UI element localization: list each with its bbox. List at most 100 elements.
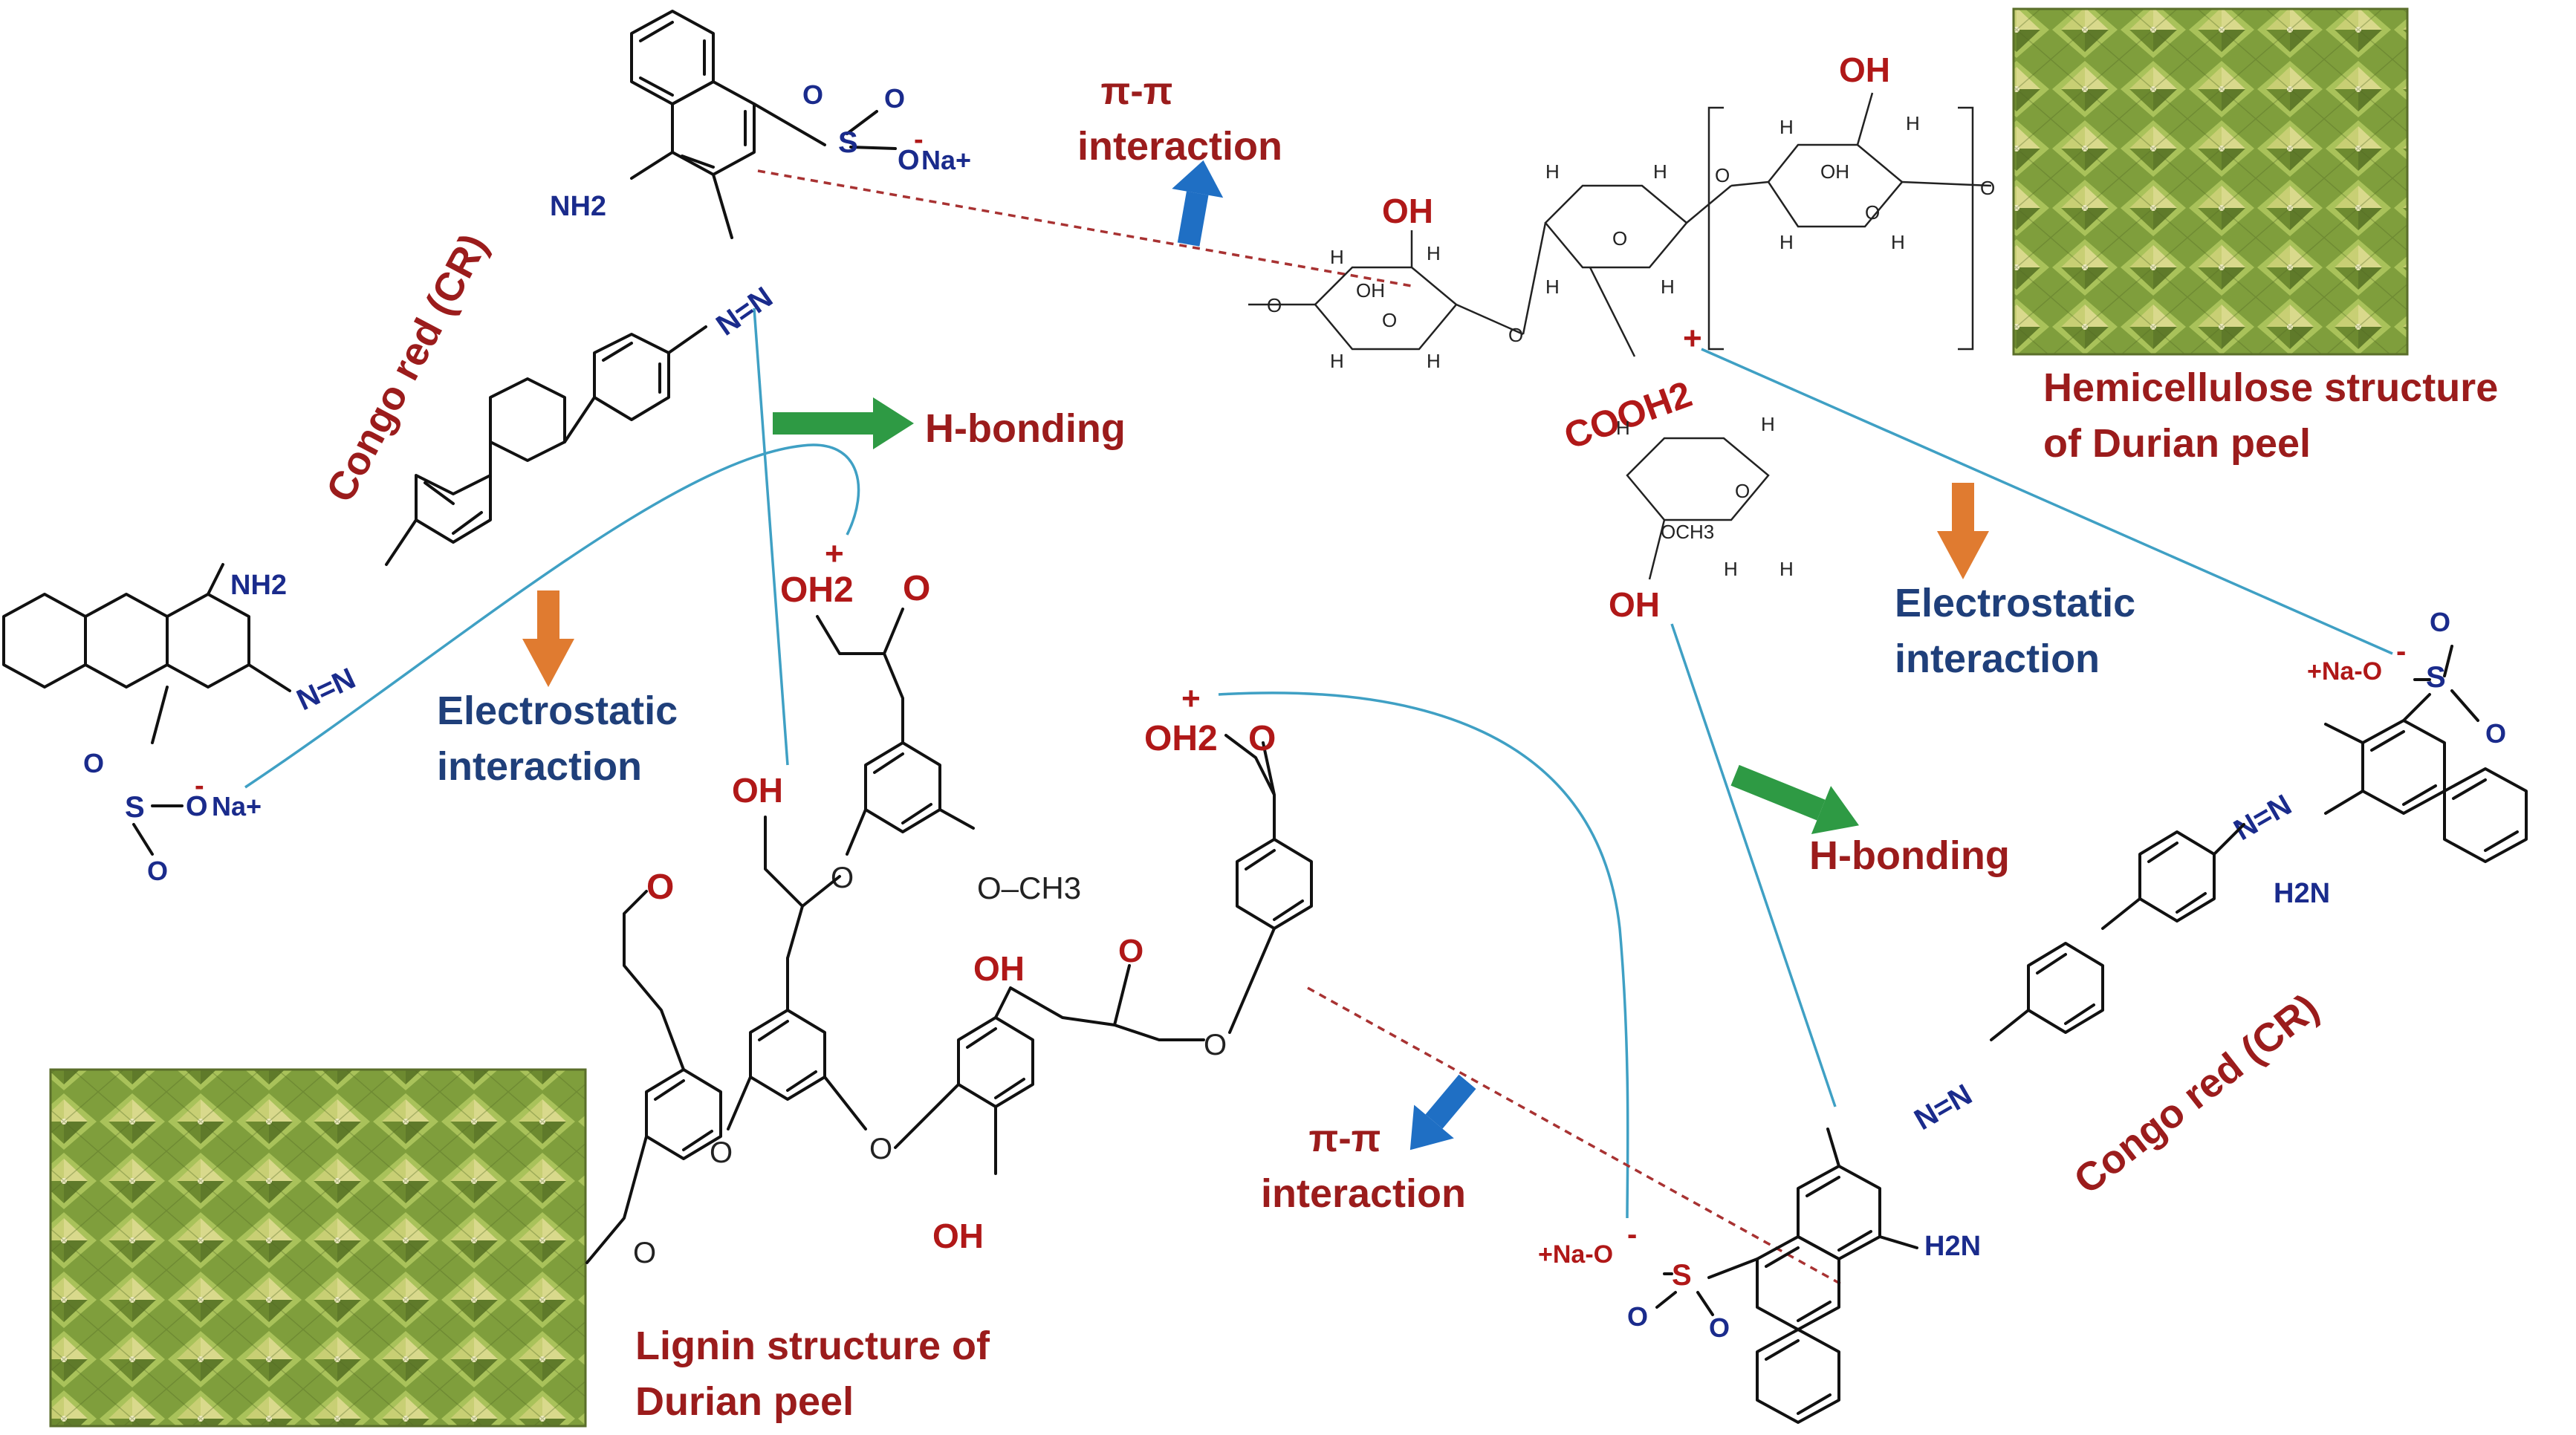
pi-pi-label-bottom-line1: π-π [1309, 1117, 1381, 1160]
svg-text:O: O [831, 862, 854, 894]
svg-text:OH: OH [1820, 160, 1849, 183]
svg-text:O: O [884, 83, 905, 114]
svg-text:O: O [186, 791, 208, 822]
svg-text:O: O [1865, 201, 1880, 224]
svg-text:O: O [1709, 1312, 1730, 1343]
svg-text:H: H [1761, 413, 1775, 435]
svg-text:OCH3: OCH3 [1661, 521, 1714, 543]
lignin-structure: OH2 + O O–CH3 O OH O O OH OH O O [585, 536, 1313, 1269]
sulfur-atom: S [838, 126, 858, 159]
svg-text:O: O [802, 79, 823, 110]
electrostatic-label-left-line2: interaction [437, 744, 642, 789]
svg-text:H: H [1545, 276, 1560, 298]
pi-pi-label-top-line2: interaction [1077, 124, 1282, 169]
green-arrow-h-bond-top [773, 397, 914, 449]
svg-text:H: H [1779, 558, 1794, 580]
svg-text:O: O [1735, 480, 1750, 502]
svg-text:O: O [633, 1237, 656, 1269]
svg-text:H: H [1653, 160, 1667, 183]
svg-text:Na+: Na+ [212, 791, 262, 821]
svg-text:+: + [1181, 680, 1201, 717]
svg-text:+: + [825, 536, 844, 572]
congo-red-label-bottom: Congo red (CR) [2066, 986, 2326, 1203]
svg-text:O: O [2485, 718, 2506, 749]
svg-text:O: O [903, 569, 930, 608]
electrostatic-label-right-line1: Electrostatic [1895, 581, 2135, 625]
green-arrow-h-bond-bottom [1730, 764, 1859, 835]
pi-pi-label-top-line1: π-π [1101, 70, 1173, 113]
svg-text:OH: OH [732, 771, 783, 810]
svg-text:O: O [1267, 294, 1282, 316]
svg-text:S: S [125, 791, 145, 824]
svg-text:Na+: Na+ [921, 145, 971, 175]
durian-peel-photo-bottom [49, 1068, 587, 1428]
svg-text:O: O [646, 868, 674, 907]
lignin-label-line2: Durian peel [635, 1379, 854, 1424]
svg-text:O: O [2430, 607, 2450, 637]
svg-text:H2N: H2N [1924, 1231, 1981, 1262]
svg-text:+Na-O: +Na-O [1538, 1240, 1613, 1269]
svg-text:N=N: N=N [1909, 1078, 1977, 1136]
svg-text:H: H [1779, 231, 1794, 253]
orange-arrow-electrostatic-left [522, 590, 574, 687]
svg-text:H: H [1906, 112, 1920, 134]
svg-text:O: O [1627, 1301, 1648, 1332]
svg-text:H: H [1661, 276, 1675, 298]
svg-text:O: O [83, 748, 104, 778]
svg-text:N=N: N=N [710, 281, 779, 342]
svg-text:H: H [1427, 242, 1441, 264]
svg-text:S: S [1672, 1259, 1692, 1292]
svg-text:H: H [1724, 558, 1738, 580]
svg-text:OH: OH [1839, 51, 1890, 89]
h-bonding-label-bottom: H-bonding [1809, 833, 2010, 878]
hemicellulose-label-line1: Hemicellulose structure [2043, 365, 2498, 410]
blue-arrow-pi-bottom [1409, 1074, 1476, 1151]
svg-text:N=N: N=N [2228, 788, 2297, 847]
svg-text:OH: OH [1356, 279, 1385, 302]
svg-text:O: O [1204, 1029, 1227, 1061]
svg-text:O: O [869, 1133, 892, 1165]
svg-text:NH2: NH2 [550, 191, 606, 222]
electrostatic-label-right-line2: interaction [1895, 637, 2100, 681]
electrostatic-label-left-line1: Electrostatic [437, 689, 678, 733]
svg-text:O: O [1715, 164, 1730, 186]
hemicellulose-structure: O O OH OH H H H H O O H H H H O OH O OH … [1248, 51, 1995, 624]
svg-text:O: O [1612, 227, 1627, 250]
svg-text:O: O [898, 145, 920, 176]
congo-red-molecule-right: +Na-O - S O O H2N N=N N=N [1909, 607, 2528, 1136]
congo-red-label-top: Congo red (CR) [318, 227, 496, 509]
hemicellulose-label-line2: of Durian peel [2043, 421, 2311, 466]
svg-text:S: S [2426, 661, 2446, 694]
svg-text:H: H [1427, 350, 1441, 372]
svg-text:O: O [1118, 933, 1143, 969]
svg-text:OH: OH [973, 949, 1025, 988]
svg-text:-: - [2396, 635, 2406, 668]
svg-text:OH2: OH2 [780, 570, 854, 610]
svg-text:H: H [1545, 160, 1560, 183]
svg-text:-: - [914, 124, 924, 155]
svg-text:OH: OH [932, 1217, 984, 1255]
svg-text:H: H [1616, 417, 1630, 439]
svg-text:H: H [1891, 231, 1905, 253]
svg-text:-: - [195, 770, 204, 801]
lignin-label-line1: Lignin structure of [635, 1324, 990, 1368]
svg-text:O: O [1508, 324, 1523, 346]
svg-text:+Na-O: +Na-O [2307, 657, 2382, 686]
svg-text:N=N: N=N [292, 662, 360, 717]
svg-text:O–CH3: O–CH3 [977, 871, 1081, 905]
svg-text:OH: OH [1382, 192, 1433, 230]
interaction-lines [244, 169, 2393, 1286]
svg-text:H: H [1779, 116, 1794, 138]
pi-pi-label-bottom-line2: interaction [1261, 1171, 1466, 1216]
svg-text:OH2: OH2 [1144, 719, 1218, 758]
svg-text:H: H [1330, 350, 1344, 372]
svg-text:O: O [147, 856, 168, 886]
durian-peel-photo-top [2012, 7, 2409, 356]
svg-text:O: O [1980, 177, 1995, 199]
svg-text:NH2: NH2 [230, 570, 287, 601]
svg-text:OH: OH [1609, 585, 1660, 624]
svg-text:-: - [1627, 1218, 1637, 1251]
svg-text:H2N: H2N [2274, 878, 2330, 909]
svg-text:H: H [1330, 246, 1344, 268]
